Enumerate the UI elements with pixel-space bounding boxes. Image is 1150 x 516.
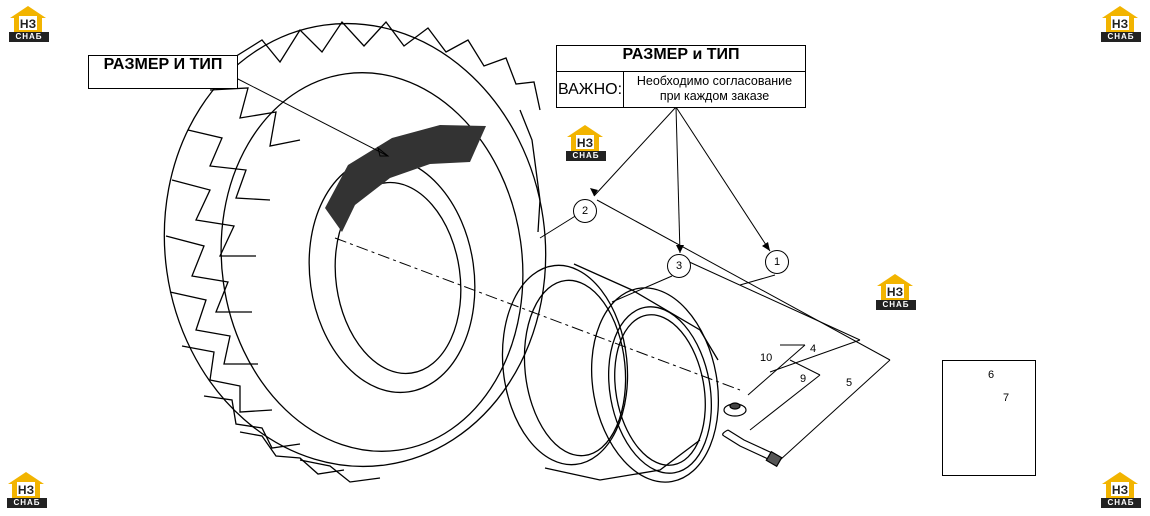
note-table-value: Необходимо согласование при каждом заказ…	[624, 74, 805, 104]
size-type-marking	[325, 125, 486, 232]
nz-snab-logo-right: НЗ СНАБ	[873, 270, 923, 314]
logo-letters: НЗ	[887, 285, 903, 299]
part-number-6: 6	[988, 369, 995, 381]
nz-snab-logo-top-left: НЗ СНАБ	[6, 2, 56, 46]
part-number-4: 4	[810, 343, 817, 355]
logo-caption: СНАБ	[9, 32, 49, 42]
size-type-label: РАЗМЕР И ТИП	[88, 55, 238, 89]
logo-house-icon: НЗ	[8, 472, 44, 498]
logo-house-icon: НЗ	[567, 125, 603, 151]
logo-letters: НЗ	[20, 17, 36, 31]
valve-parts	[722, 402, 783, 468]
note-table-header: РАЗМЕР и ТИП	[557, 46, 805, 72]
nz-snab-logo-center: НЗ СНАБ	[563, 121, 613, 165]
logo-letters: НЗ	[577, 136, 593, 150]
logo-house-icon: НЗ	[1102, 6, 1138, 32]
logo-house-icon: НЗ	[1102, 472, 1138, 498]
repair-kit-box	[942, 360, 1036, 476]
note-table: РАЗМЕР и ТИП ВАЖНО: Необходимо согласова…	[556, 45, 806, 108]
logo-letters: НЗ	[18, 483, 34, 497]
wheel-rim	[501, 263, 720, 483]
note-line-1: Необходимо согласование	[636, 74, 793, 88]
logo-caption: СНАБ	[876, 300, 916, 310]
nz-snab-logo-bottom-left: НЗ СНАБ	[4, 468, 54, 512]
logo-caption: СНАБ	[1101, 32, 1141, 42]
logo-letters: НЗ	[1112, 17, 1128, 31]
callout-3: 3	[667, 254, 691, 278]
logo-house-icon: НЗ	[10, 6, 46, 32]
size-type-label-text: РАЗМЕР И ТИП	[103, 56, 223, 73]
logo-caption: СНАБ	[1101, 498, 1141, 508]
logo-caption: СНАБ	[7, 498, 47, 508]
callout-leaders	[539, 106, 891, 461]
tire	[163, 20, 547, 483]
note-line-2: при каждом заказе	[659, 89, 770, 103]
part-number-9: 9	[800, 373, 807, 385]
part-number-7: 7	[1003, 392, 1010, 404]
nz-snab-logo-bottom-right: НЗ СНАБ	[1098, 468, 1148, 512]
part-number-5: 5	[846, 377, 853, 389]
note-table-key: ВАЖНО:	[557, 72, 624, 107]
callout-1: 1	[765, 250, 789, 274]
part-number-10: 10	[760, 352, 773, 364]
logo-house-icon: НЗ	[877, 274, 913, 300]
callout-2: 2	[573, 199, 597, 223]
logo-caption: СНАБ	[566, 151, 606, 161]
nz-snab-logo-top-right: НЗ СНАБ	[1098, 2, 1148, 46]
logo-letters: НЗ	[1112, 483, 1128, 497]
